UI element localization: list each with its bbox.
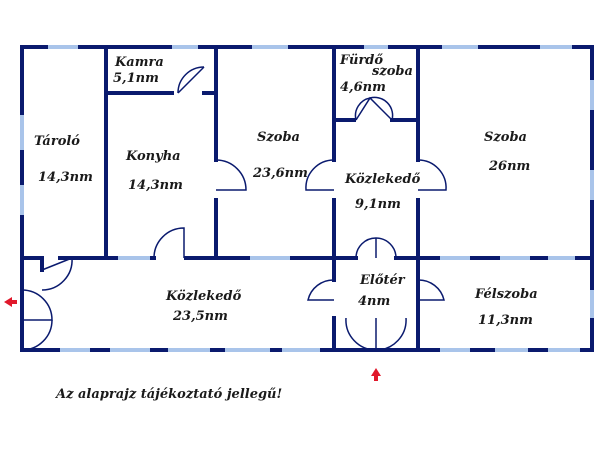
doors xyxy=(21,66,447,351)
interior-walls xyxy=(20,45,594,352)
kozlekedo-1-name: Közlekedő xyxy=(344,172,421,187)
windows xyxy=(20,45,594,352)
entrance-arrows xyxy=(4,297,381,381)
kozlekedo-1-area: 9,1nm xyxy=(355,197,401,212)
tarolo-area: 14,3nm xyxy=(38,170,93,185)
kozlekedo-2-name: Közlekedő xyxy=(165,289,242,304)
room-labels: Kamra 5,1nm Fürdő szoba 4,6nm Tároló 14,… xyxy=(34,53,538,328)
furdo-name: Fürdő xyxy=(339,53,383,68)
tarolo-name: Tároló xyxy=(34,134,80,149)
bottom-entrance-arrow-icon xyxy=(371,368,381,381)
kamra-door xyxy=(177,66,205,94)
kamra-name: Kamra xyxy=(114,55,164,70)
konyha-area: 14,3nm xyxy=(128,178,183,193)
eloter-area: 4nm xyxy=(358,294,390,309)
konyha-name: Konyha xyxy=(125,149,181,164)
szoba-right-name: Szoba xyxy=(484,130,527,145)
disclaimer-note: Az alaprajz tájékoztató jellegű! xyxy=(54,387,282,402)
felszoba-name: Félszoba xyxy=(474,287,538,302)
kamra-area: 5,1nm xyxy=(113,71,159,86)
felszoba-area: 11,3nm xyxy=(478,313,533,328)
szoba-mid-area: 23,6nm xyxy=(252,166,308,181)
szoba-right-area: 26nm xyxy=(488,159,530,174)
eloter-name: Előtér xyxy=(359,273,406,288)
szoba-mid-name: Szoba xyxy=(257,130,300,145)
kozlekedo-2-area: 23,5nm xyxy=(172,309,228,324)
left-entrance-arrow-icon xyxy=(4,297,17,307)
furdo-area: 4,6nm xyxy=(340,80,386,95)
furdo-name-2: szoba xyxy=(372,64,413,79)
